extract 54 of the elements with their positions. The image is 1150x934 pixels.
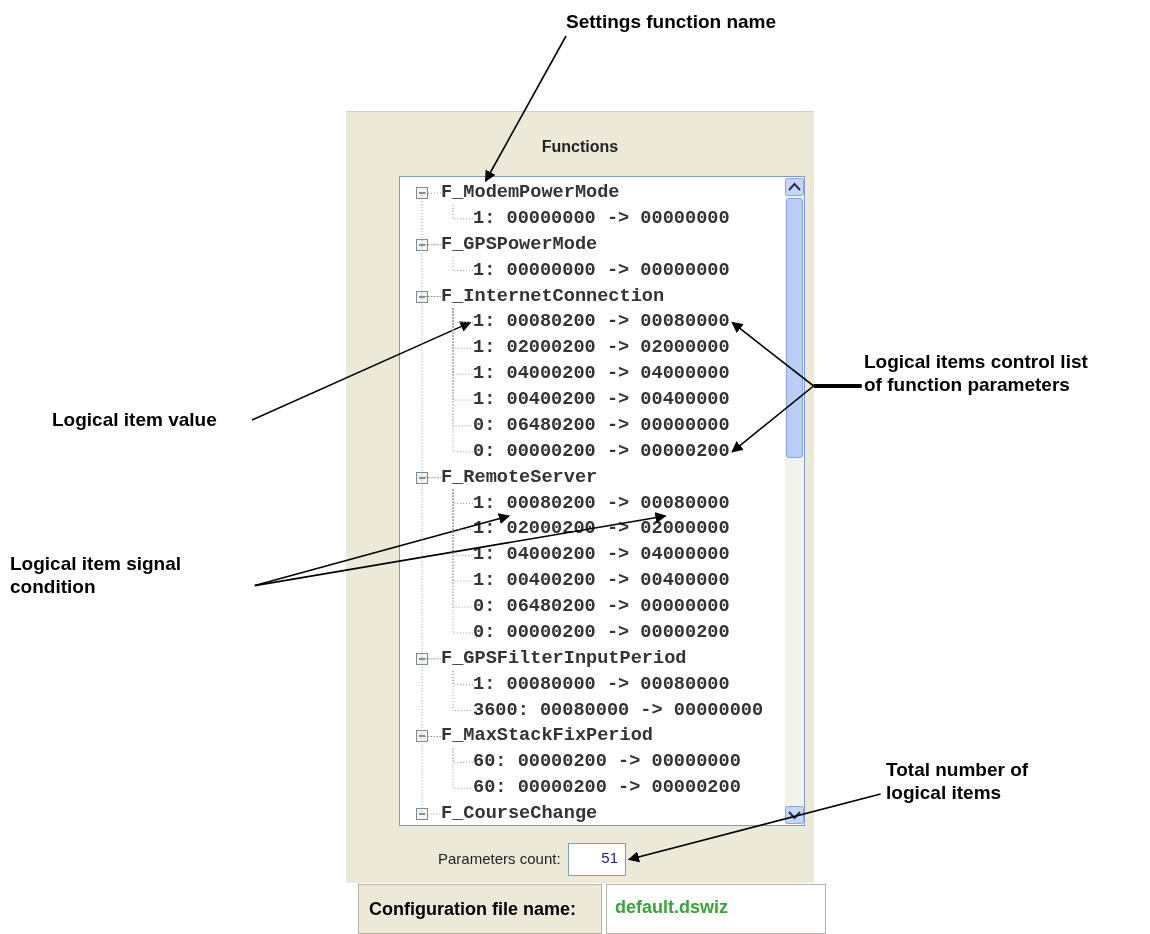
tree-connector-line	[421, 735, 442, 815]
tree-item-label: 1: 00080000 -> 00080000	[473, 672, 730, 697]
tree-connector-line	[421, 192, 442, 246]
callout-label: Logical items control list of function parameters	[864, 350, 1109, 422]
tree-item-label: 1: 02000200 -> 02000000	[473, 336, 730, 361]
callout-label: Total number of logical items	[886, 758, 1066, 806]
panel-heading: Functions	[540, 138, 620, 156]
tree-connector-line	[452, 489, 474, 634]
tree-list	[399, 176, 805, 826]
callout-label: Logical item signal condition	[10, 552, 250, 600]
tree-node-label: F_ModemPowerMode	[441, 181, 620, 205]
tree-item-label: 0: 06480200 -> 00000000	[473, 413, 730, 438]
leader-line	[484, 35, 567, 182]
tree-item-label: 1: 00080200 -> 00080000	[473, 310, 730, 335]
tree-item-label: 60: 00000200 -> 00000200	[473, 776, 741, 801]
tree-connector-line	[452, 256, 474, 272]
tree-item-label: 1: 00000000 -> 00000000	[473, 206, 730, 231]
tree-connector-line	[452, 670, 474, 712]
tree-item-label: 3600: 00080000 -> 00000000	[473, 698, 764, 723]
tree-item-label: 1: 04000200 -> 04000000	[473, 543, 730, 568]
settings-panel	[346, 111, 814, 883]
file-name-field: default.dswiz	[606, 884, 826, 934]
tree-item-label: 0: 00000200 -> 00000200	[473, 620, 730, 645]
tree-connector-line	[452, 308, 474, 453]
leader-line	[813, 384, 862, 388]
tree-node-label: F_InternetConnection	[441, 284, 665, 309]
tree-connector-line	[421, 477, 442, 660]
tree-item-label: 0: 06480200 -> 00000000	[473, 595, 730, 620]
tree-connector-line	[421, 296, 442, 479]
tree-item-label: 1: 00400200 -> 00400000	[473, 388, 730, 413]
tree-node-label: F_GPSPowerMode	[441, 232, 598, 257]
tree-node-label: F_GPSFilterInputPeriod	[441, 646, 687, 671]
tree-item-label: 1: 00400200 -> 00400000	[473, 569, 730, 594]
field-label: Configuration file name:	[358, 884, 602, 934]
leader-line	[627, 793, 882, 863]
field-label: Parameters count:	[438, 850, 561, 867]
callout-label: Settings function name	[566, 10, 866, 36]
tree-node-label: F_RemoteServer	[441, 465, 598, 490]
count-field: 51	[568, 843, 626, 876]
leader-line	[251, 321, 472, 421]
tree-item-label: 1: 00000000 -> 00000000	[473, 258, 730, 283]
leader-line	[731, 385, 863, 453]
tree-connector-line	[421, 658, 442, 737]
tree-node-label: F_CourseChange	[441, 802, 598, 827]
tree-connector-line	[452, 747, 474, 789]
leader-line	[254, 512, 667, 587]
tree-item-label: 1: 00080200 -> 00080000	[473, 491, 730, 516]
tree-node-label: F_MaxStackFixPeriod	[441, 724, 653, 749]
tree-item-label: 1: 04000200 -> 04000000	[473, 362, 730, 387]
tree-item-label: 60: 00000200 -> 00000000	[473, 750, 741, 775]
callout-label: Logical item value	[52, 408, 252, 432]
tree-item-label: 0: 00000200 -> 00000200	[473, 439, 730, 464]
tree-connector-line	[421, 244, 442, 297]
tree-connector-line	[452, 204, 474, 220]
